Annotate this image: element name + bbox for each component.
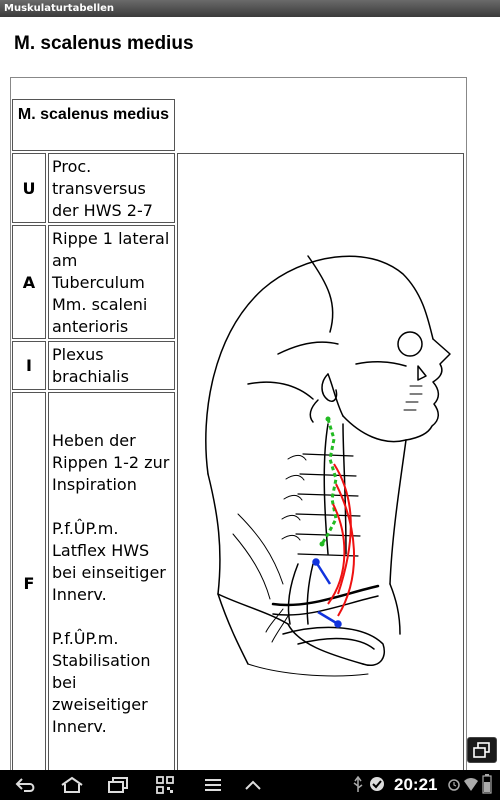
window-restore-icon <box>473 742 490 758</box>
row-text-i: Plexus brachialis <box>48 341 175 390</box>
alarm-icon <box>447 776 461 796</box>
menu-icon <box>205 779 221 791</box>
row-label-a: A <box>12 225 46 339</box>
window-title-bar: Muskulaturtabellen <box>0 0 500 17</box>
recent-apps-button[interactable] <box>102 774 134 796</box>
anatomy-image-cell <box>177 153 464 770</box>
page-title: M. scalenus medius <box>14 33 194 54</box>
up-chevron-button[interactable] <box>238 774 268 796</box>
window-title: Muskulaturtabellen <box>4 3 115 14</box>
menu-button[interactable] <box>198 774 228 796</box>
qr-code-button[interactable] <box>150 774 180 796</box>
home-icon <box>61 776 83 793</box>
back-button[interactable] <box>10 774 42 796</box>
wifi-icon <box>463 776 479 796</box>
system-navigation-bar: 20:21 <box>0 770 500 800</box>
usb-icon <box>352 775 364 798</box>
content-area: M. scalenus medius M. scalenus medius U … <box>0 17 500 770</box>
insertion-marker-line <box>312 558 342 628</box>
row-label-i: I <box>12 341 46 390</box>
back-icon <box>15 778 35 792</box>
neck-skull-illustration <box>205 255 451 677</box>
up-chevron-icon <box>245 780 261 790</box>
window-restore-button[interactable] <box>467 737 497 763</box>
origin-marker-line <box>319 416 338 547</box>
row-label-u: U <box>12 153 46 223</box>
home-button[interactable] <box>56 774 88 796</box>
function-paragraph-1: Heben der Rippen 1-2 zur Inspiration <box>52 430 170 494</box>
function-paragraph-3: P.f.ÛP.m. Stabilisation bei zweiseitiger… <box>52 628 151 736</box>
table-header: M. scalenus medius <box>12 99 175 151</box>
row-label-f: F <box>12 392 46 770</box>
row-text-u: Proc. transversus der HWS 2-7 <box>48 153 175 223</box>
table-frame <box>10 77 467 770</box>
row-text-f: Heben der Rippen 1-2 zur Inspiration P.f… <box>48 392 175 770</box>
row-text-a: Rippe 1 lateral am Tuberculum Mm. scalen… <box>48 225 175 339</box>
qr-code-icon <box>156 776 174 794</box>
status-clock: 20:21 <box>394 775 438 794</box>
battery-icon <box>482 774 492 798</box>
notification-check-icon <box>369 776 385 796</box>
recent-apps-icon <box>108 777 128 793</box>
muscle-fiber-lines <box>327 463 356 617</box>
function-paragraph-2: P.f.ÛP.m. Latflex HWS bei einseitiger In… <box>52 518 166 604</box>
